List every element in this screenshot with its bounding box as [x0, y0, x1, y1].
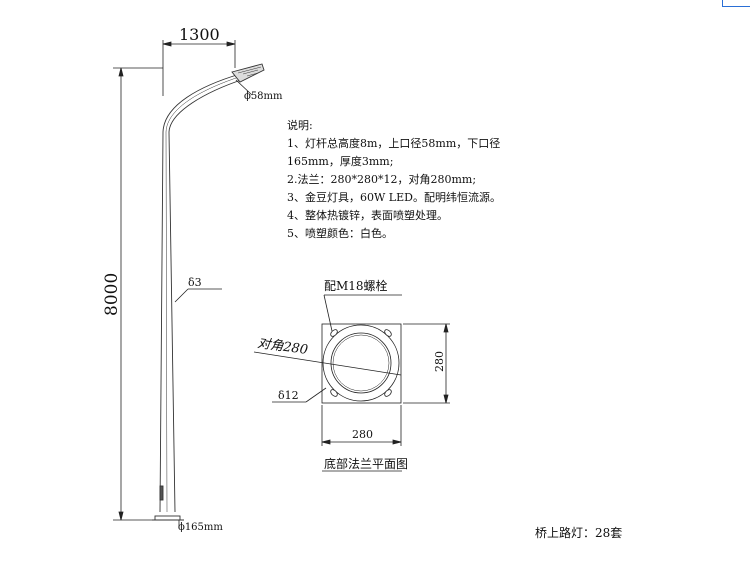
flange-caption: 底部法兰平面图: [324, 456, 408, 471]
note-1-cont: 165mm，厚度3mm;: [287, 155, 394, 168]
arm-reach-dimension: [162, 40, 236, 96]
note-1: 1、灯杆总高度8m，上口径58mm，下口径: [287, 137, 501, 150]
note-2: 2.法兰：280*280*12，对角280mm;: [287, 173, 477, 186]
notes-title: 说明:: [287, 119, 313, 132]
corner-marker: [722, 0, 750, 7]
plate-thickness-label: δ12: [278, 389, 299, 402]
arm-reach-label: 1300: [179, 25, 220, 44]
flange-height-label: 280: [433, 351, 446, 372]
flange-plan: [321, 323, 402, 404]
design-notes: 说明: 1、灯杆总高度8m，上口径58mm，下口径 165mm，厚度3mm; 2…: [287, 117, 501, 243]
note-5: 5、喷塑颜色：白色。: [287, 227, 393, 240]
quantity-summary: 桥上路灯：28套: [535, 526, 623, 540]
height-dimension: [113, 67, 163, 521]
bolt-holes: [330, 329, 392, 397]
note-3: 3、金豆灯具，60W LED。配明纬恒流源。: [287, 191, 501, 204]
wall-thickness-label: δ3: [188, 276, 202, 289]
lamp-head: [231, 63, 265, 83]
height-label: 8000: [102, 273, 122, 316]
bolt-label: 配M18螺栓: [324, 278, 388, 293]
diagonal-label: 对角280: [256, 336, 308, 358]
base-diameter-label: ϕ165mm: [178, 522, 223, 533]
pole: [152, 73, 245, 521]
note-4: 4、整体热镀锌，表面喷塑处理。: [287, 209, 448, 222]
flange-width-label: 280: [352, 428, 373, 441]
top-diameter-label: ϕ58mm: [244, 91, 283, 102]
